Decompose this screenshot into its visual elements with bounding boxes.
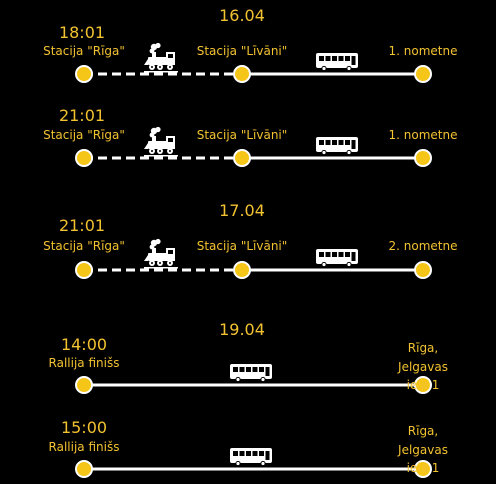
departure-time: 15:00: [60, 418, 108, 437]
start-node: [75, 149, 93, 167]
destination-label: 1. nometne: [388, 44, 458, 58]
bus-icon: [229, 363, 273, 383]
origin-label: Stacija "Rīga": [43, 128, 125, 142]
destination-label: Rīga, Jelgavas iela 1: [398, 341, 448, 393]
end-node: [414, 460, 432, 478]
transfer-node: [233, 149, 251, 167]
train-icon: [144, 126, 180, 158]
train-leg-line: [84, 156, 242, 160]
train-icon: [144, 238, 180, 270]
transfer-node: [233, 261, 251, 279]
origin-label: Rallija finišs: [48, 440, 120, 454]
start-node: [75, 65, 93, 83]
bus-leg-line: [242, 72, 423, 76]
departure-time: 14:00: [60, 335, 108, 354]
destination-label: Rīga, Jelgavas iela 1: [398, 424, 448, 476]
destination-label: 2. nometne: [388, 239, 458, 253]
end-node: [414, 149, 432, 167]
date-label: 16.04: [219, 6, 265, 25]
start-node: [75, 376, 93, 394]
departure-time: 18:01: [58, 23, 106, 42]
origin-label: Stacija "Rīga": [43, 239, 125, 253]
departure-time: 21:01: [58, 106, 106, 125]
transfer-label: Stacija "Līvāni": [196, 239, 288, 253]
start-node: [75, 261, 93, 279]
departure-time: 21:01: [58, 216, 106, 235]
transfer-label: Stacija "Līvāni": [196, 128, 288, 142]
start-node: [75, 460, 93, 478]
end-node: [414, 376, 432, 394]
date-label: 17.04: [219, 201, 265, 220]
train-leg-line: [84, 268, 242, 272]
destination-label: 1. nometne: [388, 128, 458, 142]
bus-leg-line: [242, 268, 423, 272]
bus-leg-line: [84, 467, 423, 471]
origin-label: Rallija finišs: [48, 356, 120, 370]
bus-leg-line: [84, 383, 423, 387]
train-leg-line: [84, 72, 242, 76]
bus-icon: [315, 136, 359, 156]
date-label: 19.04: [219, 320, 265, 339]
bus-leg-line: [242, 156, 423, 160]
train-icon: [144, 42, 180, 74]
bus-icon: [315, 52, 359, 72]
end-node: [414, 261, 432, 279]
end-node: [414, 65, 432, 83]
transfer-label: Stacija "Līvāni": [196, 44, 288, 58]
origin-label: Stacija "Rīga": [43, 44, 125, 58]
transfer-node: [233, 65, 251, 83]
bus-icon: [315, 248, 359, 268]
bus-icon: [229, 447, 273, 467]
